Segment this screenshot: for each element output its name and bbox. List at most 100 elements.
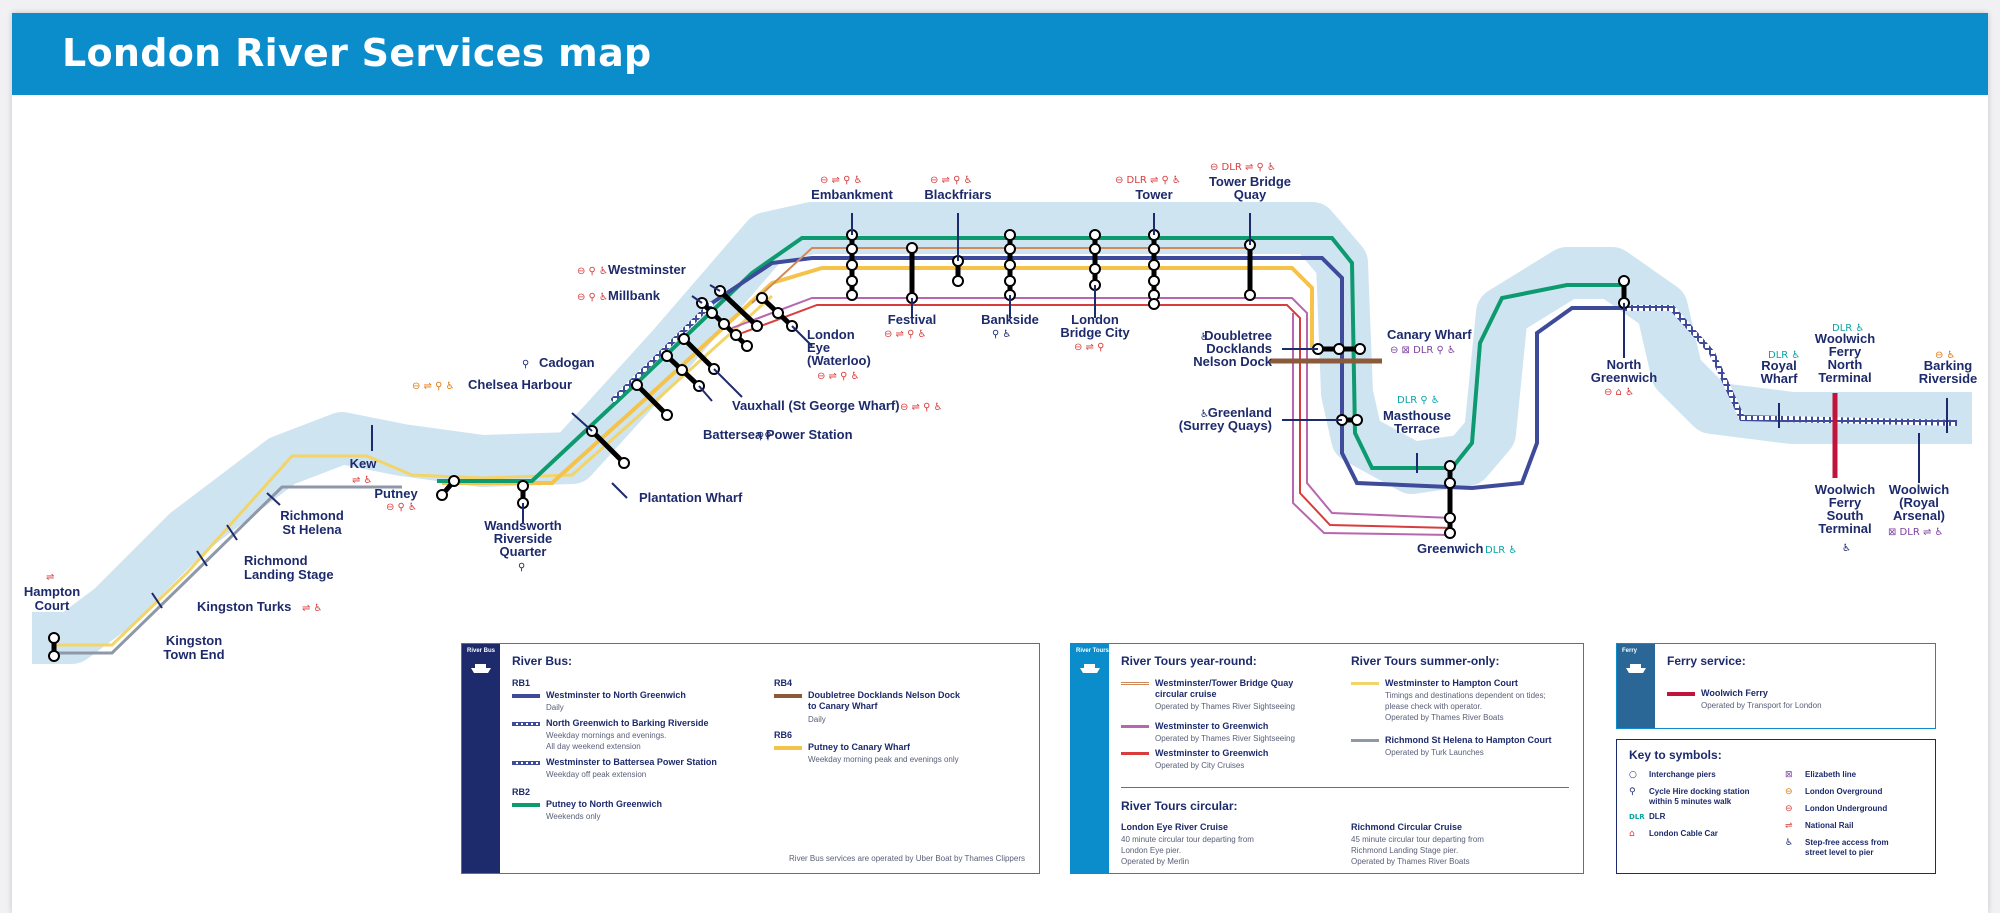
connection-symbols: ⇌ ⇌ ♿ ⇌ ♿ ⊖ ⚲ ♿ ⊖ ⇌ ⚲ ♿ ⚲ ⚲⚲ ⊖ ⇌ ⚲ ♿ ⊖ ⚲… <box>46 162 1956 614</box>
pier-battersea-power-station: Battersea Power Station <box>703 427 853 442</box>
overground-icon: ⊖ ♿ <box>1935 350 1956 361</box>
underground-icon: ⊖ ⚲ ♿ <box>386 502 417 513</box>
swatch-rb4 <box>774 694 802 698</box>
circular-heading: River Tours circular: <box>1121 799 1238 813</box>
underground-icon: ⊖ ⇌ ⚲ ♿ <box>817 371 860 382</box>
legend-entry-desc: Weekday mornings and evenings. All day w… <box>546 731 667 751</box>
pier-embankment: Embankment <box>811 187 893 202</box>
key-label: Step-free access from street level to pi… <box>1805 838 1889 857</box>
legend-entry-desc: Weekday morning peak and evenings only <box>808 755 959 764</box>
river-bus-legend: River Bus River Bus: RB1 Westminster to … <box>461 643 1040 874</box>
legend-entry-desc: Operated by Thames River Sightseeing <box>1155 702 1295 711</box>
key-label: Interchange piers <box>1649 770 1716 779</box>
boat-icon <box>1626 664 1646 673</box>
swatch-rb6 <box>774 746 802 750</box>
pier-greenland: Greenland(Surrey Quays) <box>1179 405 1272 433</box>
pier-vauxhall: Vauxhall (St George Wharf) <box>732 398 900 413</box>
pier-westminster: Westminster <box>608 262 686 277</box>
legend-entry-desc: Operated by Thames River Sightseeing <box>1155 734 1295 743</box>
key-label: National Rail <box>1805 821 1854 830</box>
map-card: London River Services map <box>12 13 1988 913</box>
swatch-rb1-dotted <box>512 761 540 765</box>
dlr-icon: DLR ⚲ ♿ <box>1397 395 1440 406</box>
legend-entry-title: Woolwich Ferry <box>1701 688 1768 698</box>
key-label: Cycle Hire docking station within 5 minu… <box>1649 787 1750 806</box>
legend-entry-title: Richmond St Helena to Hampton Court <box>1385 735 1552 745</box>
route-rb2 <box>437 236 1624 483</box>
underground-icon: ⊖ ⚲ ♿ <box>577 292 608 303</box>
swatch-rb2 <box>512 803 540 807</box>
swatch-rb1-dotted <box>512 722 540 726</box>
legend-entry-desc: Timings and destinations dependent on ti… <box>1385 691 1546 722</box>
boat-icon <box>1080 664 1100 673</box>
national-rail-icon: ⇌ <box>1785 821 1793 831</box>
legend-entry-title: North Greenwich to Barking Riverside <box>546 718 709 728</box>
river-bus-strip: River Bus <box>462 644 500 873</box>
underground-icon: ⊖ DLR ⇌ ⚲ ♿ <box>1210 162 1276 173</box>
pier-canary-wharf: Canary Wharf <box>1387 327 1472 342</box>
route-greenwich-sightseeing-2 <box>1292 313 1453 536</box>
elizabeth-line-icon: ⊖ ⊠ DLR ⚲ ♿ <box>1390 345 1456 356</box>
elizabeth-line-icon: ⊠ DLR ⇌ ♿ <box>1888 527 1943 538</box>
route-rb1-battersea-extension <box>610 301 714 403</box>
dlr-icon: DLR ♿ <box>1485 545 1517 556</box>
route-rb1-barking-extension <box>1624 305 1958 426</box>
swatch-greenwich-city <box>1121 752 1149 755</box>
pier-leaders <box>522 213 1625 523</box>
underground-icon: ⊖ ⇌ ⚲ ♿ <box>820 175 863 186</box>
legend-entry-desc: Operated by Turk Launches <box>1385 748 1484 757</box>
legend-entry-title: Westminster to Greenwich <box>1155 748 1269 758</box>
swatch-ferry <box>1667 692 1695 696</box>
swatch-tower-circular <box>1121 682 1149 685</box>
river-tours-legend: River Tours River Tours year-round: West… <box>1070 643 1584 874</box>
dlr-icon: DLR ♿ <box>1768 350 1800 361</box>
overground-icon: ⊖ <box>1785 787 1793 797</box>
step-free-icon: ♿ <box>1200 409 1209 420</box>
cable-car-icon: ⌂ <box>1629 829 1635 839</box>
legend-entry-title: Westminster to Hampton Court <box>1385 678 1518 688</box>
page-title: London River Services map <box>62 31 652 75</box>
cycle-hire-icon: ⚲ <box>518 562 525 573</box>
elizabeth-line-icon: ⊠ <box>1785 770 1793 780</box>
national-rail-icon: ⇌ ♿ <box>302 603 323 614</box>
overground-icon: ⊖ ⇌ ⚲ ♿ <box>412 381 455 392</box>
rb1-code: RB1 <box>512 678 531 688</box>
cycle-hire-icon: ⚲⚲ <box>757 431 772 442</box>
route-rb6 <box>442 266 1314 485</box>
cycle-hire-icon: ⚲ ♿ <box>992 329 1011 340</box>
legend-entry-title: Putney to Canary Wharf <box>808 742 911 752</box>
pier-kingston-turks: Kingston Turks <box>197 599 291 614</box>
ferry-legend: Ferry Ferry service: Woolwich Ferry Oper… <box>1616 643 1936 729</box>
cycle-hire-icon: ⚲ <box>522 359 529 370</box>
ferry-strip: Ferry <box>1617 644 1655 728</box>
pier-kew: Kew <box>350 456 378 471</box>
legend-entry-title: Doubletree Docklands Nelson Dock to Cana… <box>808 690 961 711</box>
pier-cadogan: Cadogan <box>539 355 595 370</box>
ferry-heading: Ferry service: <box>1667 654 1746 668</box>
underground-icon: ⊖ ⇌ ⚲ ♿ <box>930 175 973 186</box>
underground-icon: ⊖ ⇌ ⚲ ♿ <box>884 329 927 340</box>
route-tower-circular <box>751 247 1252 304</box>
national-rail-icon: ⇌ <box>46 572 54 583</box>
legend-entry-title: Westminster to Greenwich <box>1155 721 1269 731</box>
ferry-strip-label: Ferry <box>1622 648 1638 654</box>
route-greenwich-sightseeing <box>731 297 1453 519</box>
key-label: Elizabeth line <box>1805 770 1857 779</box>
dlr-icon: DLR ♿ <box>1832 323 1864 334</box>
legend-entry-desc: Operated by City Cruises <box>1155 761 1245 770</box>
rb4-code: RB4 <box>774 678 793 688</box>
key-label: London Cable Car <box>1649 829 1718 838</box>
river-bus-footer: River Bus services are operated by Uber … <box>789 854 1025 863</box>
pier-blackfriars: Blackfriars <box>924 187 991 202</box>
river-bus-heading: River Bus: <box>512 654 573 668</box>
swatch-hampton <box>1351 682 1379 685</box>
key-heading: Key to symbols: <box>1629 748 1722 762</box>
pier-plantation-wharf: Plantation Wharf <box>639 490 743 505</box>
